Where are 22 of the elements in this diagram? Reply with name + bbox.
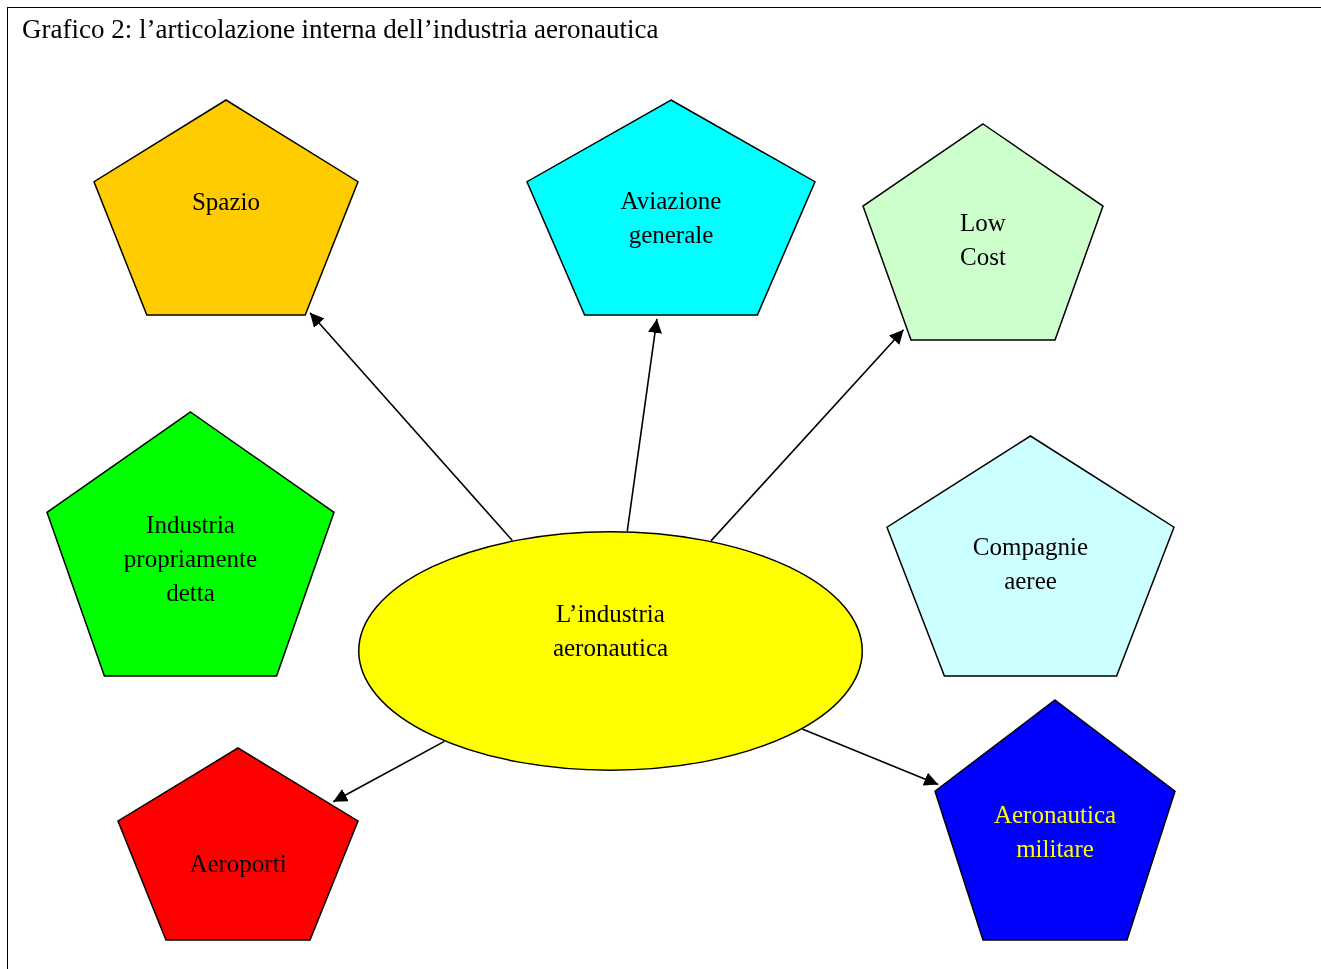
node-label: Aeronautica militare bbox=[992, 800, 1118, 864]
node-label: Aviazione generale bbox=[619, 185, 723, 250]
node-label: Spazio bbox=[191, 186, 260, 217]
node-label: Low Cost bbox=[959, 208, 1007, 272]
arrow bbox=[626, 318, 662, 533]
node-label: Aeroporti bbox=[189, 849, 287, 880]
pentagon-node bbox=[118, 748, 358, 940]
node-label: Compagnie aeree bbox=[971, 532, 1090, 596]
arrow bbox=[332, 740, 446, 803]
pentagon-node bbox=[47, 412, 334, 676]
node-label: L’industria aeronautica bbox=[551, 599, 670, 663]
arrow bbox=[801, 728, 939, 786]
pentagon-node bbox=[887, 436, 1174, 676]
pentagon-node bbox=[527, 100, 815, 315]
figure-title: Grafico 2: l’articolazione interna dell’industria aeronautica bbox=[22, 14, 659, 45]
pentagon-node bbox=[863, 124, 1103, 340]
pentagon-node bbox=[94, 100, 358, 315]
node-label: Industria propriamente detta bbox=[122, 510, 259, 608]
arrow bbox=[710, 329, 905, 542]
pentagon-node bbox=[935, 700, 1175, 940]
ellipse-node bbox=[358, 531, 863, 771]
arrow bbox=[309, 311, 514, 542]
